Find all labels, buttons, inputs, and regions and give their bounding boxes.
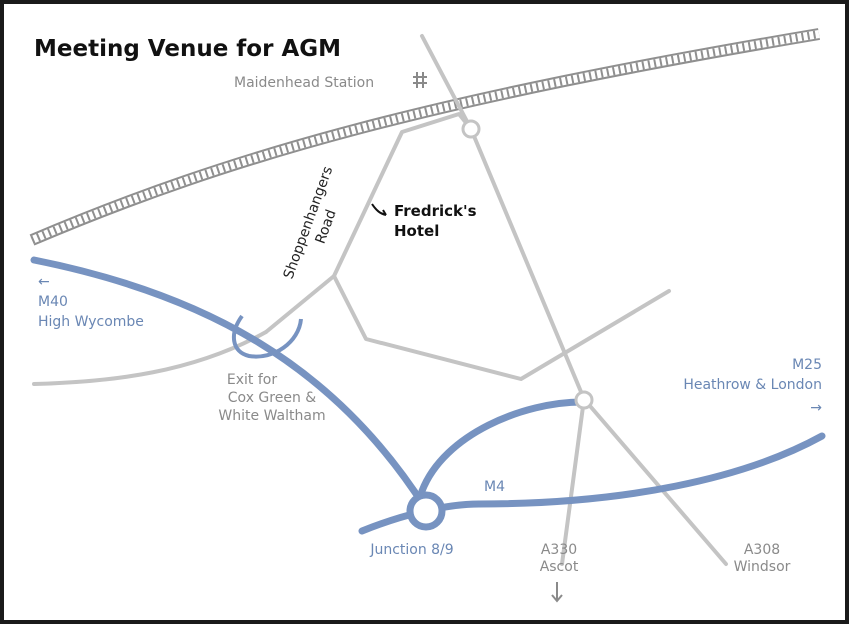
road-north-south bbox=[420, 34, 728, 566]
road-a330 bbox=[560, 397, 586, 566]
motorways bbox=[30, 256, 826, 535]
road-roundabout bbox=[574, 390, 594, 410]
hotel-label-line2: Hotel bbox=[394, 222, 439, 240]
a330-label: A330 bbox=[541, 542, 577, 558]
exit-label-line2: Cox Green & bbox=[228, 390, 316, 406]
slip-road-to-roundabout bbox=[418, 398, 586, 495]
a330-destination: Ascot bbox=[540, 559, 579, 575]
m25-arrow: → bbox=[810, 400, 822, 416]
exit-label-line3: White Waltham bbox=[218, 408, 325, 424]
m40-arrow: ← bbox=[38, 274, 50, 290]
exit-label-line1: Exit for bbox=[227, 372, 277, 388]
map-title: Meeting Venue for AGM bbox=[34, 36, 341, 62]
m4-label: M4 bbox=[484, 479, 505, 495]
exit-slip-loop bbox=[232, 314, 303, 359]
m40-label: M40 bbox=[38, 294, 68, 310]
hotel-label-line1: Fredrick's bbox=[394, 202, 477, 220]
local-roads bbox=[32, 34, 728, 566]
road-station-west bbox=[264, 112, 473, 334]
m40-link bbox=[30, 256, 430, 513]
m40-destination: High Wycombe bbox=[38, 314, 144, 330]
road-name-label: Shoppenhangers Road bbox=[281, 160, 355, 287]
down-arrow-icon bbox=[551, 582, 563, 603]
road-loop bbox=[332, 274, 671, 381]
m25-label: M25 bbox=[792, 357, 822, 373]
junction-roundabout bbox=[406, 491, 446, 531]
curved-arrow-icon bbox=[371, 203, 387, 216]
rail-station-icon bbox=[413, 72, 427, 88]
railway-line bbox=[29, 28, 820, 246]
venue-map: Meeting Venue for AGM Maidenhead Station… bbox=[29, 28, 826, 603]
station-label: Maidenhead Station bbox=[234, 75, 374, 91]
m25-destination: Heathrow & London bbox=[683, 377, 822, 393]
a308-label: A308 bbox=[744, 542, 780, 558]
station-roundabout bbox=[461, 119, 481, 139]
a308-destination: Windsor bbox=[734, 559, 791, 575]
road-westward bbox=[32, 330, 268, 386]
junction-label: Junction 8/9 bbox=[369, 542, 453, 558]
